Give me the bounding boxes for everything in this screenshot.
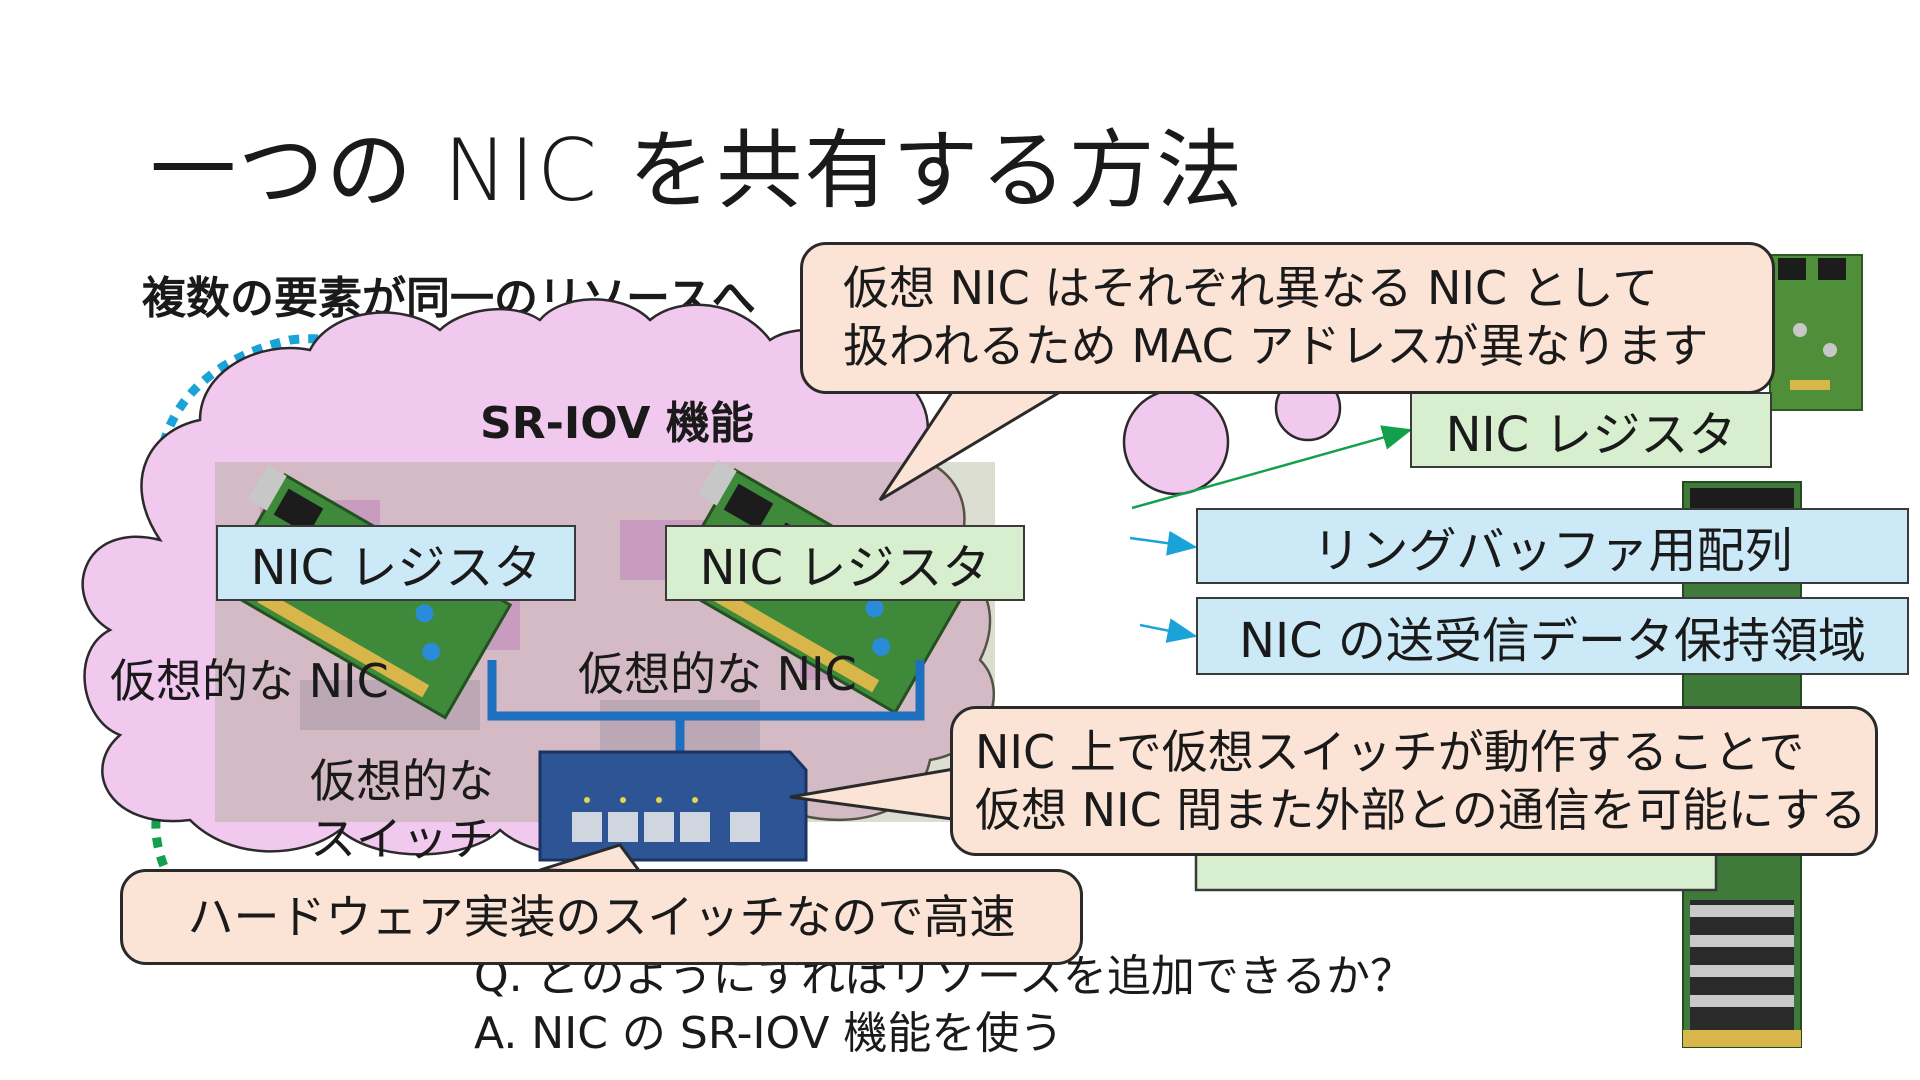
callout-mac-address: 仮想 NIC はそれぞれ異なる NIC として 扱われるため MAC アドレスが… — [800, 242, 1775, 394]
sr-iov-label: SR-IOV 機能 — [480, 387, 754, 451]
callout-mac-line1: 仮想 NIC はそれぞれ異なる NIC として — [843, 259, 1732, 317]
arrow-to-ring-buffer — [1130, 538, 1195, 547]
virtual-nic-right-label: 仮想的な NIC — [578, 638, 857, 704]
answer-text: A. NIC の SR-IOV 機能を使う — [474, 997, 1063, 1061]
callout-switch-line1: NIC 上で仮想スイッチが動作することで — [975, 723, 1853, 781]
virtual-switch-label-line1: 仮想的な — [310, 745, 494, 811]
cloud-bubble-large — [1124, 390, 1228, 494]
callout-hardware-text: ハードウェア実装のスイッチなので高速 — [143, 888, 1060, 946]
arrow-to-data-area — [1140, 625, 1195, 636]
callout-mac-line2: 扱われるため MAC アドレスが異なります — [843, 317, 1732, 375]
callout-switch-line2: 仮想 NIC 間また外部との通信を可能にする — [975, 781, 1853, 839]
network-switch-icon — [540, 752, 806, 860]
callout-virtual-switch: NIC 上で仮想スイッチが動作することで 仮想 NIC 間また外部との通信を可能… — [950, 706, 1878, 856]
nic-card-icon — [1770, 255, 1862, 410]
right-ring-buffer: リングバッファ用配列 — [1196, 508, 1909, 584]
virtual-switch-label-line2: スイッチ — [310, 803, 494, 869]
virtual-nic-left-label: 仮想的な NIC — [110, 645, 389, 711]
right-nic-register: NIC レジスタ — [1410, 392, 1772, 468]
virtual-nic-right-register: NIC レジスタ — [665, 525, 1025, 601]
callout-hardware-switch: ハードウェア実装のスイッチなので高速 — [120, 869, 1083, 965]
virtual-nic-left-register: NIC レジスタ — [216, 525, 576, 601]
right-data-area: NIC の送受信データ保持領域 — [1196, 597, 1909, 675]
